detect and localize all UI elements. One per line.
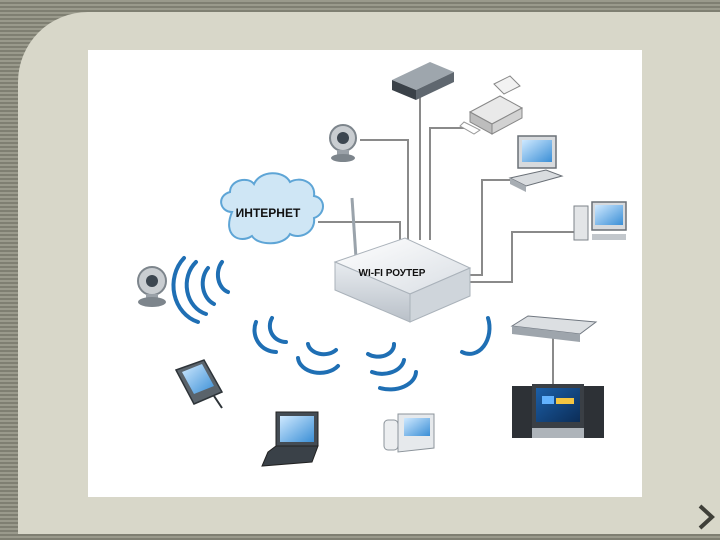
router-icon: WI-FI РОУТЕР xyxy=(333,197,472,323)
wave-left-4 xyxy=(215,260,230,294)
wire-internet xyxy=(318,221,401,245)
wave-center-5 xyxy=(366,342,396,359)
wave-left-3 xyxy=(171,256,200,324)
wire-printer xyxy=(429,127,470,240)
wave-center-7 xyxy=(378,370,418,392)
wave-left-2 xyxy=(184,260,208,316)
wave-center-6 xyxy=(370,358,406,376)
webcam-icon xyxy=(329,124,357,162)
wave-left-1 xyxy=(200,266,216,306)
workstation-computer-icon xyxy=(573,201,627,241)
ip-phone-icon xyxy=(383,413,435,453)
wave-center-4 xyxy=(296,356,340,375)
desktop-computer-icon xyxy=(508,135,564,192)
printer-icon xyxy=(459,75,524,135)
router-label: WI-FI РОУТЕР xyxy=(359,268,426,279)
wireless-waves xyxy=(171,256,492,392)
tv-with-speakers-icon xyxy=(512,384,604,438)
laptop-icon xyxy=(261,411,319,467)
wave-center-1 xyxy=(267,316,288,345)
wave-center-3 xyxy=(306,342,338,357)
next-slide-chevron-icon[interactable] xyxy=(696,504,716,530)
hard-drive-icon xyxy=(392,62,454,100)
webcam-left-icon xyxy=(137,266,167,307)
cloud-label: ИНТЕРНЕТ xyxy=(236,206,301,220)
cloud-icon: ИНТЕРНЕТ xyxy=(220,172,324,245)
wire-workstation xyxy=(455,231,575,283)
wave-right-1 xyxy=(460,316,492,356)
pda-icon xyxy=(174,359,224,409)
wire-desktop xyxy=(450,179,515,276)
wire-webcam-top xyxy=(360,139,409,240)
media-player-icon xyxy=(510,315,598,342)
wave-center-2 xyxy=(252,320,278,354)
